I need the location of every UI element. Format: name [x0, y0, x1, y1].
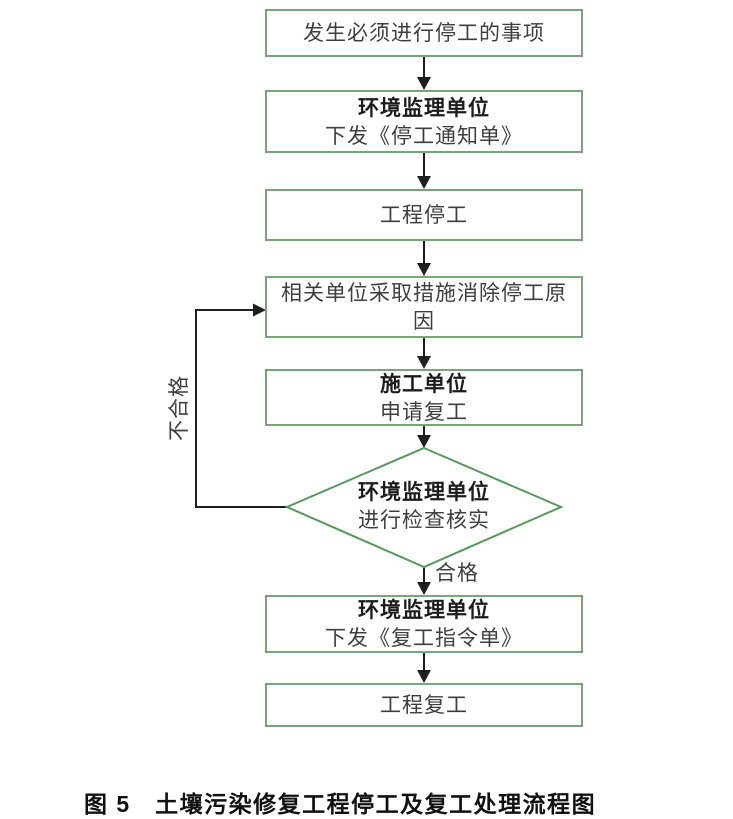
node-apply-resume: 施工单位 申请复工: [265, 369, 583, 426]
arrow-order-to-resume: [417, 653, 431, 683]
node-apply-resume-title: 施工单位: [380, 371, 468, 396]
node-stop-notice-title: 环境监理单位: [358, 95, 490, 120]
node-eliminate-cause-label: 相关单位采取措施消除停工原 因: [281, 281, 567, 333]
edge-label-pass: 合格: [435, 561, 479, 585]
node-stop-work-label: 工程停工: [380, 203, 468, 227]
node-eliminate-cause: 相关单位采取措施消除停工原 因: [265, 276, 583, 338]
node-stop-work: 工程停工: [265, 189, 583, 241]
arrow-decision-to-order: [417, 567, 431, 595]
decision-node: 环境监理单位 进行检查核实: [358, 478, 490, 534]
arrow-stop-to-eliminate: [417, 241, 431, 276]
arrow-start-to-notice: [417, 57, 431, 90]
arrow-apply-to-decision: [417, 426, 431, 448]
arrow-notice-to-stop: [417, 153, 431, 189]
node-resume-work-label: 工程复工: [380, 693, 468, 717]
node-apply-resume-subtitle: 申请复工: [380, 399, 468, 424]
node-stop-notice: 环境监理单位 下发《停工通知单》: [265, 90, 583, 153]
node-resume-order-title: 环境监理单位: [358, 598, 490, 622]
arrow-fail-feedback: [195, 303, 287, 508]
node-stop-notice-subtitle: 下发《停工通知单》: [325, 123, 523, 148]
edge-label-fail: 不合格: [167, 375, 191, 441]
node-start-label: 发生必须进行停工的事项: [303, 21, 545, 45]
node-resume-work: 工程复工: [265, 683, 583, 727]
node-start: 发生必须进行停工的事项: [265, 9, 583, 57]
decision-subtitle: 进行检查核实: [358, 508, 490, 532]
decision-diamond-shape: [284, 446, 564, 569]
node-resume-order: 环境监理单位 下发《复工指令单》: [265, 595, 583, 653]
arrow-eliminate-to-apply: [417, 338, 431, 369]
node-resume-order-subtitle: 下发《复工指令单》: [325, 626, 523, 650]
figure-caption: 图 5 土壤污染修复工程停工及复工处理流程图: [84, 791, 597, 817]
decision-title: 环境监理单位: [358, 480, 490, 504]
